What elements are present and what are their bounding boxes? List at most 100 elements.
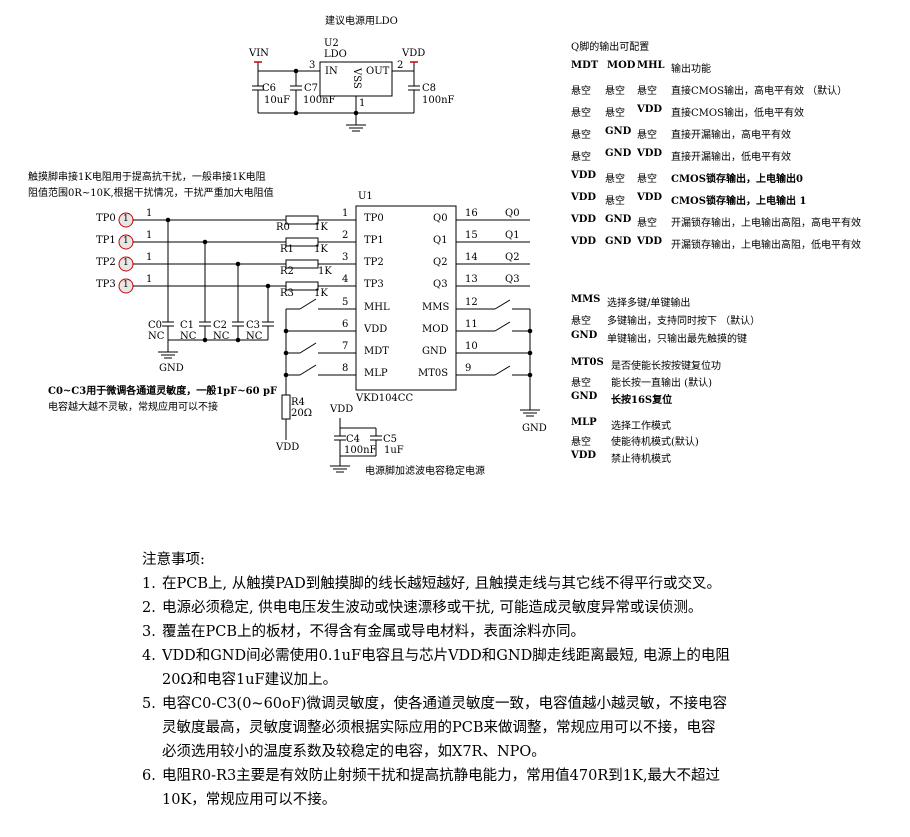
pin-num-13: 13 <box>465 274 478 285</box>
ldo-vin-label: VIN <box>249 48 269 59</box>
pin-name-vdd: VDD <box>364 324 388 335</box>
pad-tp3-label: TP3 <box>96 279 116 290</box>
pad-tp0-pin: 1 <box>146 208 153 219</box>
pin-num-6: 6 <box>342 319 349 330</box>
pad-tp1-pin: 1 <box>146 230 153 241</box>
mtos-title-desc: 是否使能长按按键复位功 <box>611 361 721 372</box>
filter-note: 电源脚加滤波电容稳定电源 <box>365 466 485 477</box>
pin-name-q2: Q2 <box>433 257 448 268</box>
mtos-row-0-val: 悬空 <box>571 378 591 389</box>
q-row-7-mdt: VDD <box>571 236 597 247</box>
c8-ref: C8 <box>422 83 437 94</box>
pin-num-10: 10 <box>465 341 478 352</box>
c1-value: NC <box>180 331 197 342</box>
pin-num-7: 7 <box>342 341 349 352</box>
r2-ref: R2 <box>280 266 294 277</box>
q-row-0-mhl: 悬空 <box>637 86 657 97</box>
pin-num-3: 3 <box>342 252 349 263</box>
note-6-num: 6. <box>142 768 156 784</box>
q-row-7-mod: GND <box>605 236 632 247</box>
mlp-title-desc: 选择工作模式 <box>611 421 671 432</box>
mtos-row-0-desc: 能长按一直输出 (默认) <box>611 378 712 389</box>
pin-name-tp1: TP1 <box>364 235 384 246</box>
mtos-row-1-val: GND <box>571 391 598 402</box>
pad-tp2-pin-inner: 1 <box>123 258 129 268</box>
gnd-left-label: GND <box>159 363 184 374</box>
pin-num-8: 8 <box>342 363 349 374</box>
r1-value: 1K <box>314 244 328 255</box>
ldo-type: LDO <box>324 49 347 60</box>
pin-num-11: 11 <box>465 319 478 330</box>
q-row-1-mhl: VDD <box>637 104 663 115</box>
note-item-3: 3. 覆盖在PCB上的板材，不得含有金属或导电材料，表面涂料亦同。 <box>142 620 802 644</box>
pin-num-15: 15 <box>465 230 478 241</box>
pin-name-q3: Q3 <box>433 279 448 290</box>
note-4-line-2: 20Ω和电容1uF建议加上。 <box>162 672 338 688</box>
q-row-7-mhl: VDD <box>637 236 663 247</box>
pin-name-q1: Q1 <box>433 235 448 246</box>
pad-tp0-pin-inner: 1 <box>123 214 129 224</box>
note-1-num: 1. <box>142 576 156 592</box>
c2-value: NC <box>213 331 230 342</box>
c5-ref: C5 <box>383 434 398 445</box>
pin-name-mlp: MLP <box>364 368 388 379</box>
mtos-row-1-desc: 长按16S复位 <box>611 395 673 406</box>
mms-row-0-desc: 多键输出，支持同时按下 （默认） <box>607 316 761 327</box>
ldo-circuit <box>252 61 420 132</box>
c4-value: 100nF <box>344 445 377 456</box>
ldo-pin-out: OUT <box>366 66 390 77</box>
c7-ref: C7 <box>304 83 319 94</box>
r0-ref: R0 <box>276 222 290 233</box>
pad-tp2-label: TP2 <box>96 257 116 268</box>
q-row-5-func: CMOS锁存输出，上电输出 1 <box>671 196 807 207</box>
pin-num-5: 5 <box>342 297 349 308</box>
schematic <box>118 61 540 473</box>
pin-num-1: 1 <box>342 208 349 219</box>
pin-num-4: 4 <box>342 274 349 285</box>
r1-ref: R1 <box>280 244 294 255</box>
c2-ref: C2 <box>213 320 228 331</box>
net-q0: Q0 <box>505 208 520 219</box>
pin-num-9: 9 <box>465 363 472 374</box>
ldo-pin-vss: VSS <box>351 68 362 89</box>
q-row-4-mdt: VDD <box>571 170 597 181</box>
q-table-head-mdt: MDT <box>571 60 599 71</box>
q-row-0-mdt: 悬空 <box>571 86 591 97</box>
q-row-6-mod: GND <box>605 214 632 225</box>
pin-num-12: 12 <box>465 297 478 308</box>
q-row-4-func: CMOS锁存输出，上电输出0 <box>671 174 803 185</box>
r3-ref: R3 <box>280 288 294 299</box>
mms-row-1-desc: 单键输出，只输出最先触摸的键 <box>607 334 747 345</box>
pad-tp0-label: TP0 <box>96 213 116 224</box>
c1-ref: C1 <box>180 320 195 331</box>
pad-tp2-pin: 1 <box>146 252 153 263</box>
mlp-row-1-desc: 禁止待机模式 <box>611 454 671 465</box>
pin-name-q0: Q0 <box>433 213 448 224</box>
c5-value: 1uF <box>384 445 404 456</box>
q-row-6-mdt: VDD <box>571 214 597 225</box>
pin-num-16: 16 <box>465 208 478 219</box>
pin-name-tp0: TP0 <box>364 213 384 224</box>
c8-value: 100nF <box>422 95 455 106</box>
note-4-line-1: VDD和GND间必需使用0.1uF电容且与芯片VDD和GND脚走线距离最短, 电… <box>162 648 730 664</box>
note-6-line-1: 电阻R0-R3主要是有效防止射频干扰和提高抗静电能力，常用值470R到1K,最大… <box>162 768 720 784</box>
pin-name-gnd: GND <box>422 346 447 357</box>
c0-ref: C0 <box>148 320 163 331</box>
pad-tp1-pin-inner: 1 <box>123 236 129 246</box>
mms-title-desc: 选择多键/单键输出 <box>607 298 691 309</box>
q-row-5-mdt: VDD <box>571 192 597 203</box>
q-row-3-mod: GND <box>605 148 632 159</box>
q-row-2-mdt: 悬空 <box>571 130 591 141</box>
ldo-title: 建议电源用LDO <box>325 16 398 27</box>
c3-value: NC <box>246 331 263 342</box>
pad-tp3-pin: 1 <box>146 274 153 285</box>
chip-ref: U1 <box>358 191 373 202</box>
q-row-6-mhl: 悬空 <box>637 218 657 229</box>
note-item-1: 1. 在PCB上, 从触摸PAD到触摸脚的线长越短越好, 且触摸走线与其它线不得… <box>142 572 802 596</box>
gnd-right-label: GND <box>522 423 547 434</box>
pin-name-mod: MOD <box>422 324 449 335</box>
q-row-6-func: 开漏锁存输出，上电输出高阻，高电平有效 <box>671 218 861 229</box>
pad-tp1-label: TP1 <box>96 235 116 246</box>
filter-caps <box>330 418 382 473</box>
note-item-2: 2. 电源必须稳定, 供电电压发生波动或快速漂移或干扰, 可能造成灵敏度异常或误… <box>142 596 802 620</box>
